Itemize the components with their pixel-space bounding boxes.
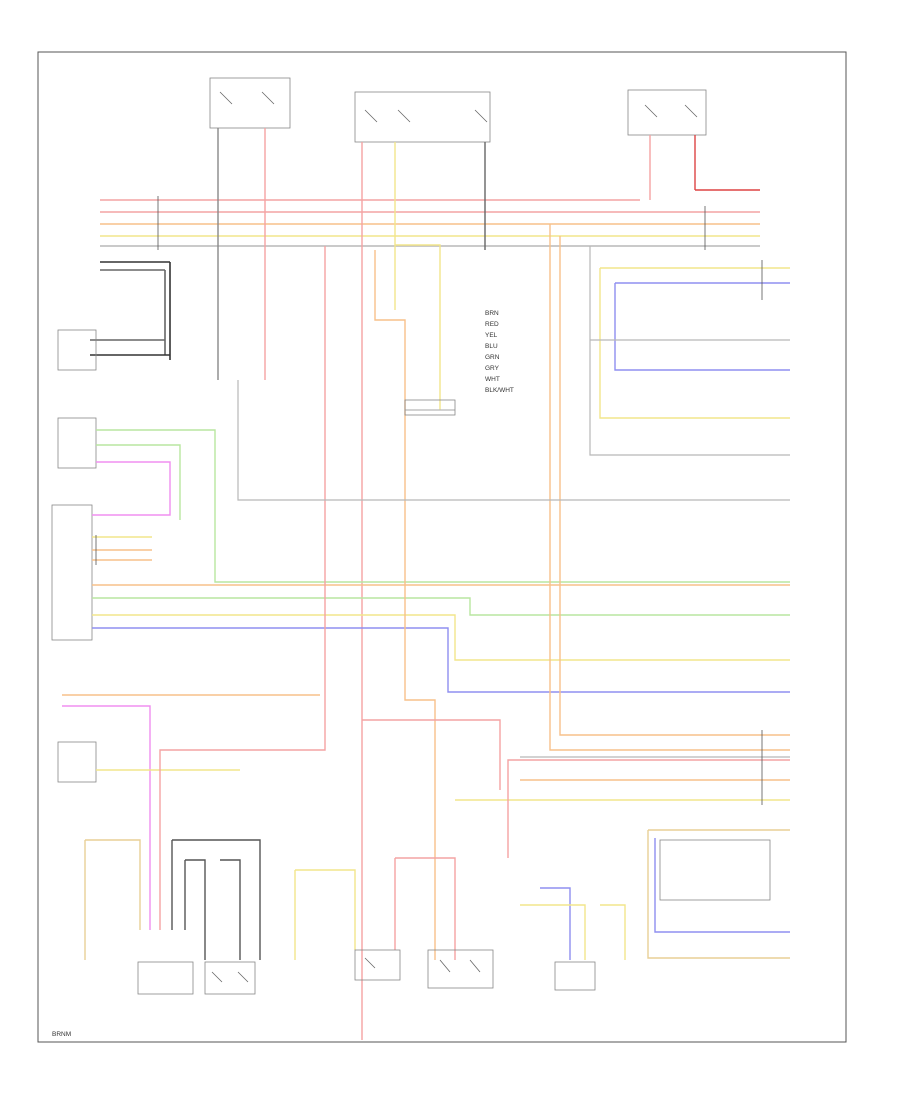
legend-item-8: BLK/WHT bbox=[485, 387, 514, 394]
wire-legend: BRN RED YEL BLU GRN GRY WHT BLK/WHT bbox=[485, 310, 514, 394]
legend-item-3: YEL bbox=[485, 332, 498, 339]
fuse-box-center bbox=[354, 91, 491, 143]
diagram-frame bbox=[37, 51, 847, 1043]
legend-item-4: BLU bbox=[485, 343, 498, 350]
yellow-wires bbox=[92, 244, 790, 960]
legend-item-7: WHT bbox=[485, 376, 500, 383]
connector-ticks bbox=[95, 196, 763, 805]
green-wires bbox=[92, 429, 790, 616]
fuse-drop-wires bbox=[217, 128, 760, 1040]
left-harness bbox=[90, 261, 171, 360]
legend-item-2: RED bbox=[485, 321, 499, 328]
gray-wires bbox=[237, 246, 790, 758]
bottom-components bbox=[137, 949, 596, 995]
footer-label: BRNM bbox=[52, 1031, 71, 1038]
dark-wires bbox=[171, 839, 261, 960]
tan-wires bbox=[84, 829, 790, 960]
red-wires bbox=[159, 246, 790, 960]
legend-item-6: GRY bbox=[485, 365, 500, 372]
magenta-wires bbox=[62, 461, 171, 930]
top-bus-wires bbox=[100, 199, 760, 247]
left-components bbox=[51, 329, 97, 783]
right-connector bbox=[404, 399, 771, 901]
legend-item-1: BRN bbox=[485, 310, 499, 317]
fuse-box-right bbox=[627, 89, 707, 136]
blue-wires bbox=[92, 282, 790, 960]
legend-item-5: GRN bbox=[485, 354, 500, 361]
fuse-box-left bbox=[209, 77, 291, 129]
orange-wires bbox=[62, 224, 790, 960]
